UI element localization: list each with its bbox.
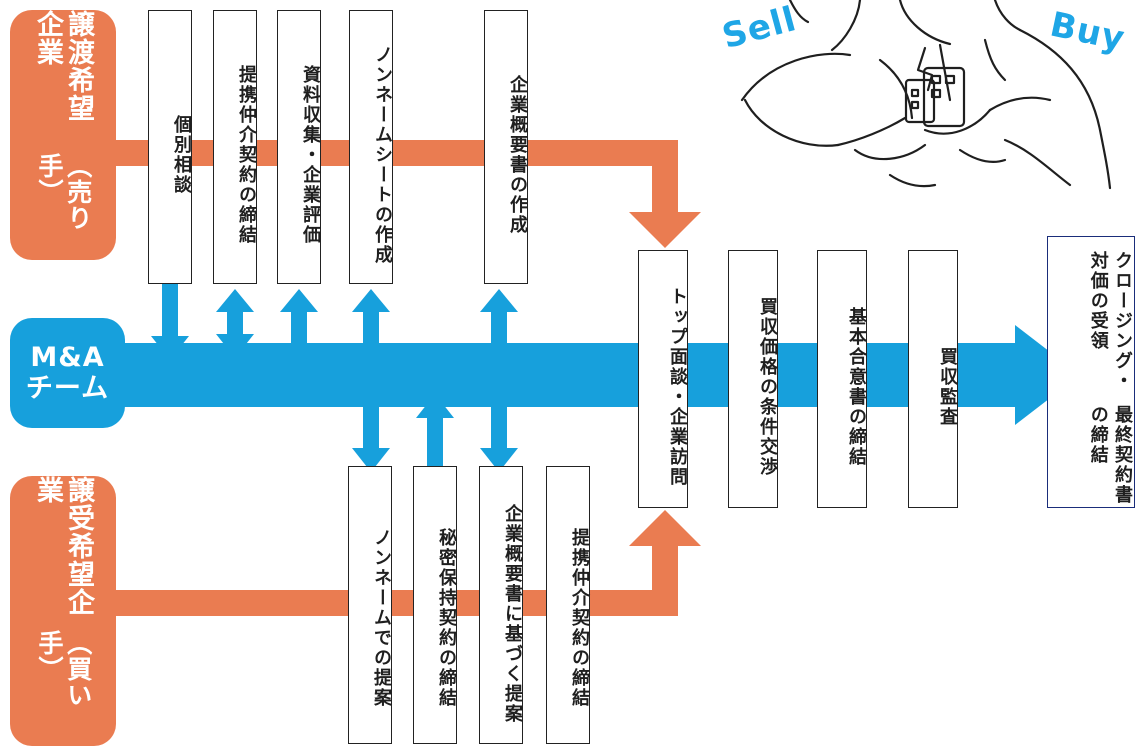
team-line2: チーム	[25, 373, 110, 404]
connector-overview-both	[480, 289, 518, 472]
step-seller-brokerage-contract: 提携仲介契約の締結	[213, 10, 257, 284]
step-nda-signing: 秘密保持契約の締結	[413, 466, 457, 744]
buyer-label-box: 譲受希望企業 （買い手）	[10, 476, 116, 746]
seller-flow-arrow	[110, 140, 701, 248]
step-nonname-sheet-creation: ノンネームシートの作成	[349, 10, 393, 284]
step-basic-agreement: 基本合意書の締結	[817, 250, 867, 508]
connector-consultation-down	[151, 284, 189, 360]
step-price-negotiation: 買収価格の条件交渉	[728, 250, 778, 508]
final-step-line1: クロージング・対価の受領	[1087, 251, 1133, 391]
step-closing-final-contract: クロージング・対価の受領 最終契約書の締結	[1047, 236, 1135, 508]
seller-name: 譲渡希望企業	[32, 10, 95, 122]
step-individual-consultation: 個別相談	[148, 10, 192, 284]
connector-contract-both	[216, 289, 254, 358]
team-label-box: M&A チーム	[10, 318, 125, 428]
step-buyer-brokerage-contract: 提携仲介契約の締結	[546, 466, 590, 744]
buyer-name: 譲受希望企業	[32, 476, 95, 616]
step-data-collection-valuation: 資料収集・企業評価	[277, 10, 321, 284]
seller-role: （売り手）	[35, 152, 93, 231]
handshake-businessmen-illustration	[740, 0, 1112, 190]
step-nonname-proposal: ノンネームでの提案	[348, 466, 392, 744]
step-due-diligence: 買収監査	[908, 250, 958, 508]
step-company-overview-creation: 企業概要書の作成	[484, 10, 528, 284]
seller-label-box: 譲渡希望企業 （売り手）	[10, 10, 116, 260]
buyer-flow-arrow	[110, 510, 701, 616]
step-overview-based-proposal: 企業概要書に基づく提案	[479, 466, 523, 744]
step-top-meeting-visit: トップ面談・企業訪問	[638, 250, 688, 508]
buyer-role: （買い手）	[35, 629, 93, 708]
connector-nonname-both	[352, 289, 390, 472]
team-line1: M&A	[30, 341, 105, 373]
final-step-line2: 最終契約書の締結	[1087, 404, 1133, 505]
connector-evaluation-up	[280, 289, 318, 346]
connector-nda-up	[416, 394, 454, 466]
